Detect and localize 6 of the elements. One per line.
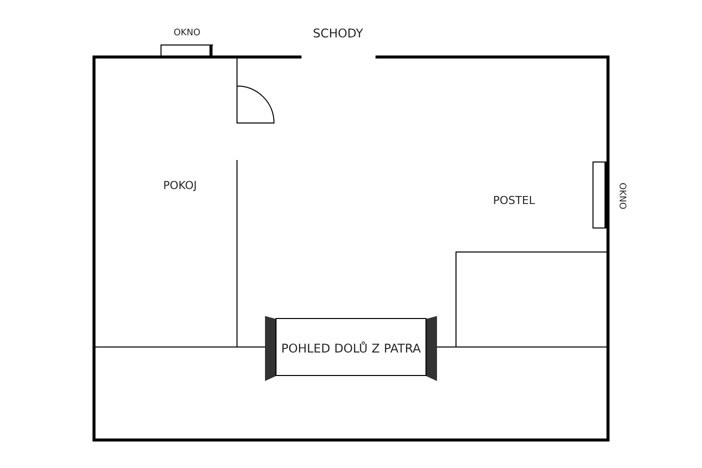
room-label: POKOJ (164, 180, 196, 192)
banner-box: POHLED DOLŮ Z PATRA (265, 316, 437, 381)
window-label: OKNO (174, 28, 200, 36)
window-label: OKNO (620, 183, 626, 209)
stairs-label: SCHODY (314, 28, 364, 38)
bed-label: POSTEL (494, 196, 535, 204)
